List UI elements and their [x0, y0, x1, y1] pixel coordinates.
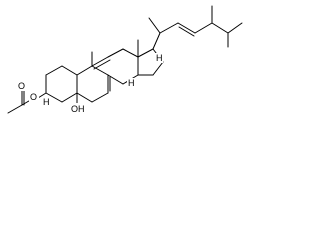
structure-drawing: O O OH H H H — [7, 5, 243, 114]
c17-hydrogen-label: H — [156, 53, 163, 63]
ring-c — [91, 48, 139, 85]
c3-hydrogen-label: H — [43, 97, 50, 107]
atom-labels: O O OH H H H — [17, 53, 163, 114]
carbonyl-oxygen-label: O — [18, 81, 25, 91]
ester-oxygen-label: O — [30, 92, 37, 102]
molecule-structure-figure: O O OH H H H — [0, 0, 244, 122]
side-chain — [148, 5, 243, 50]
hydroxyl-label: OH — [71, 104, 85, 114]
ring-b — [76, 65, 111, 103]
c14-hydrogen-label: H — [128, 78, 135, 88]
ring-a — [37, 65, 78, 103]
